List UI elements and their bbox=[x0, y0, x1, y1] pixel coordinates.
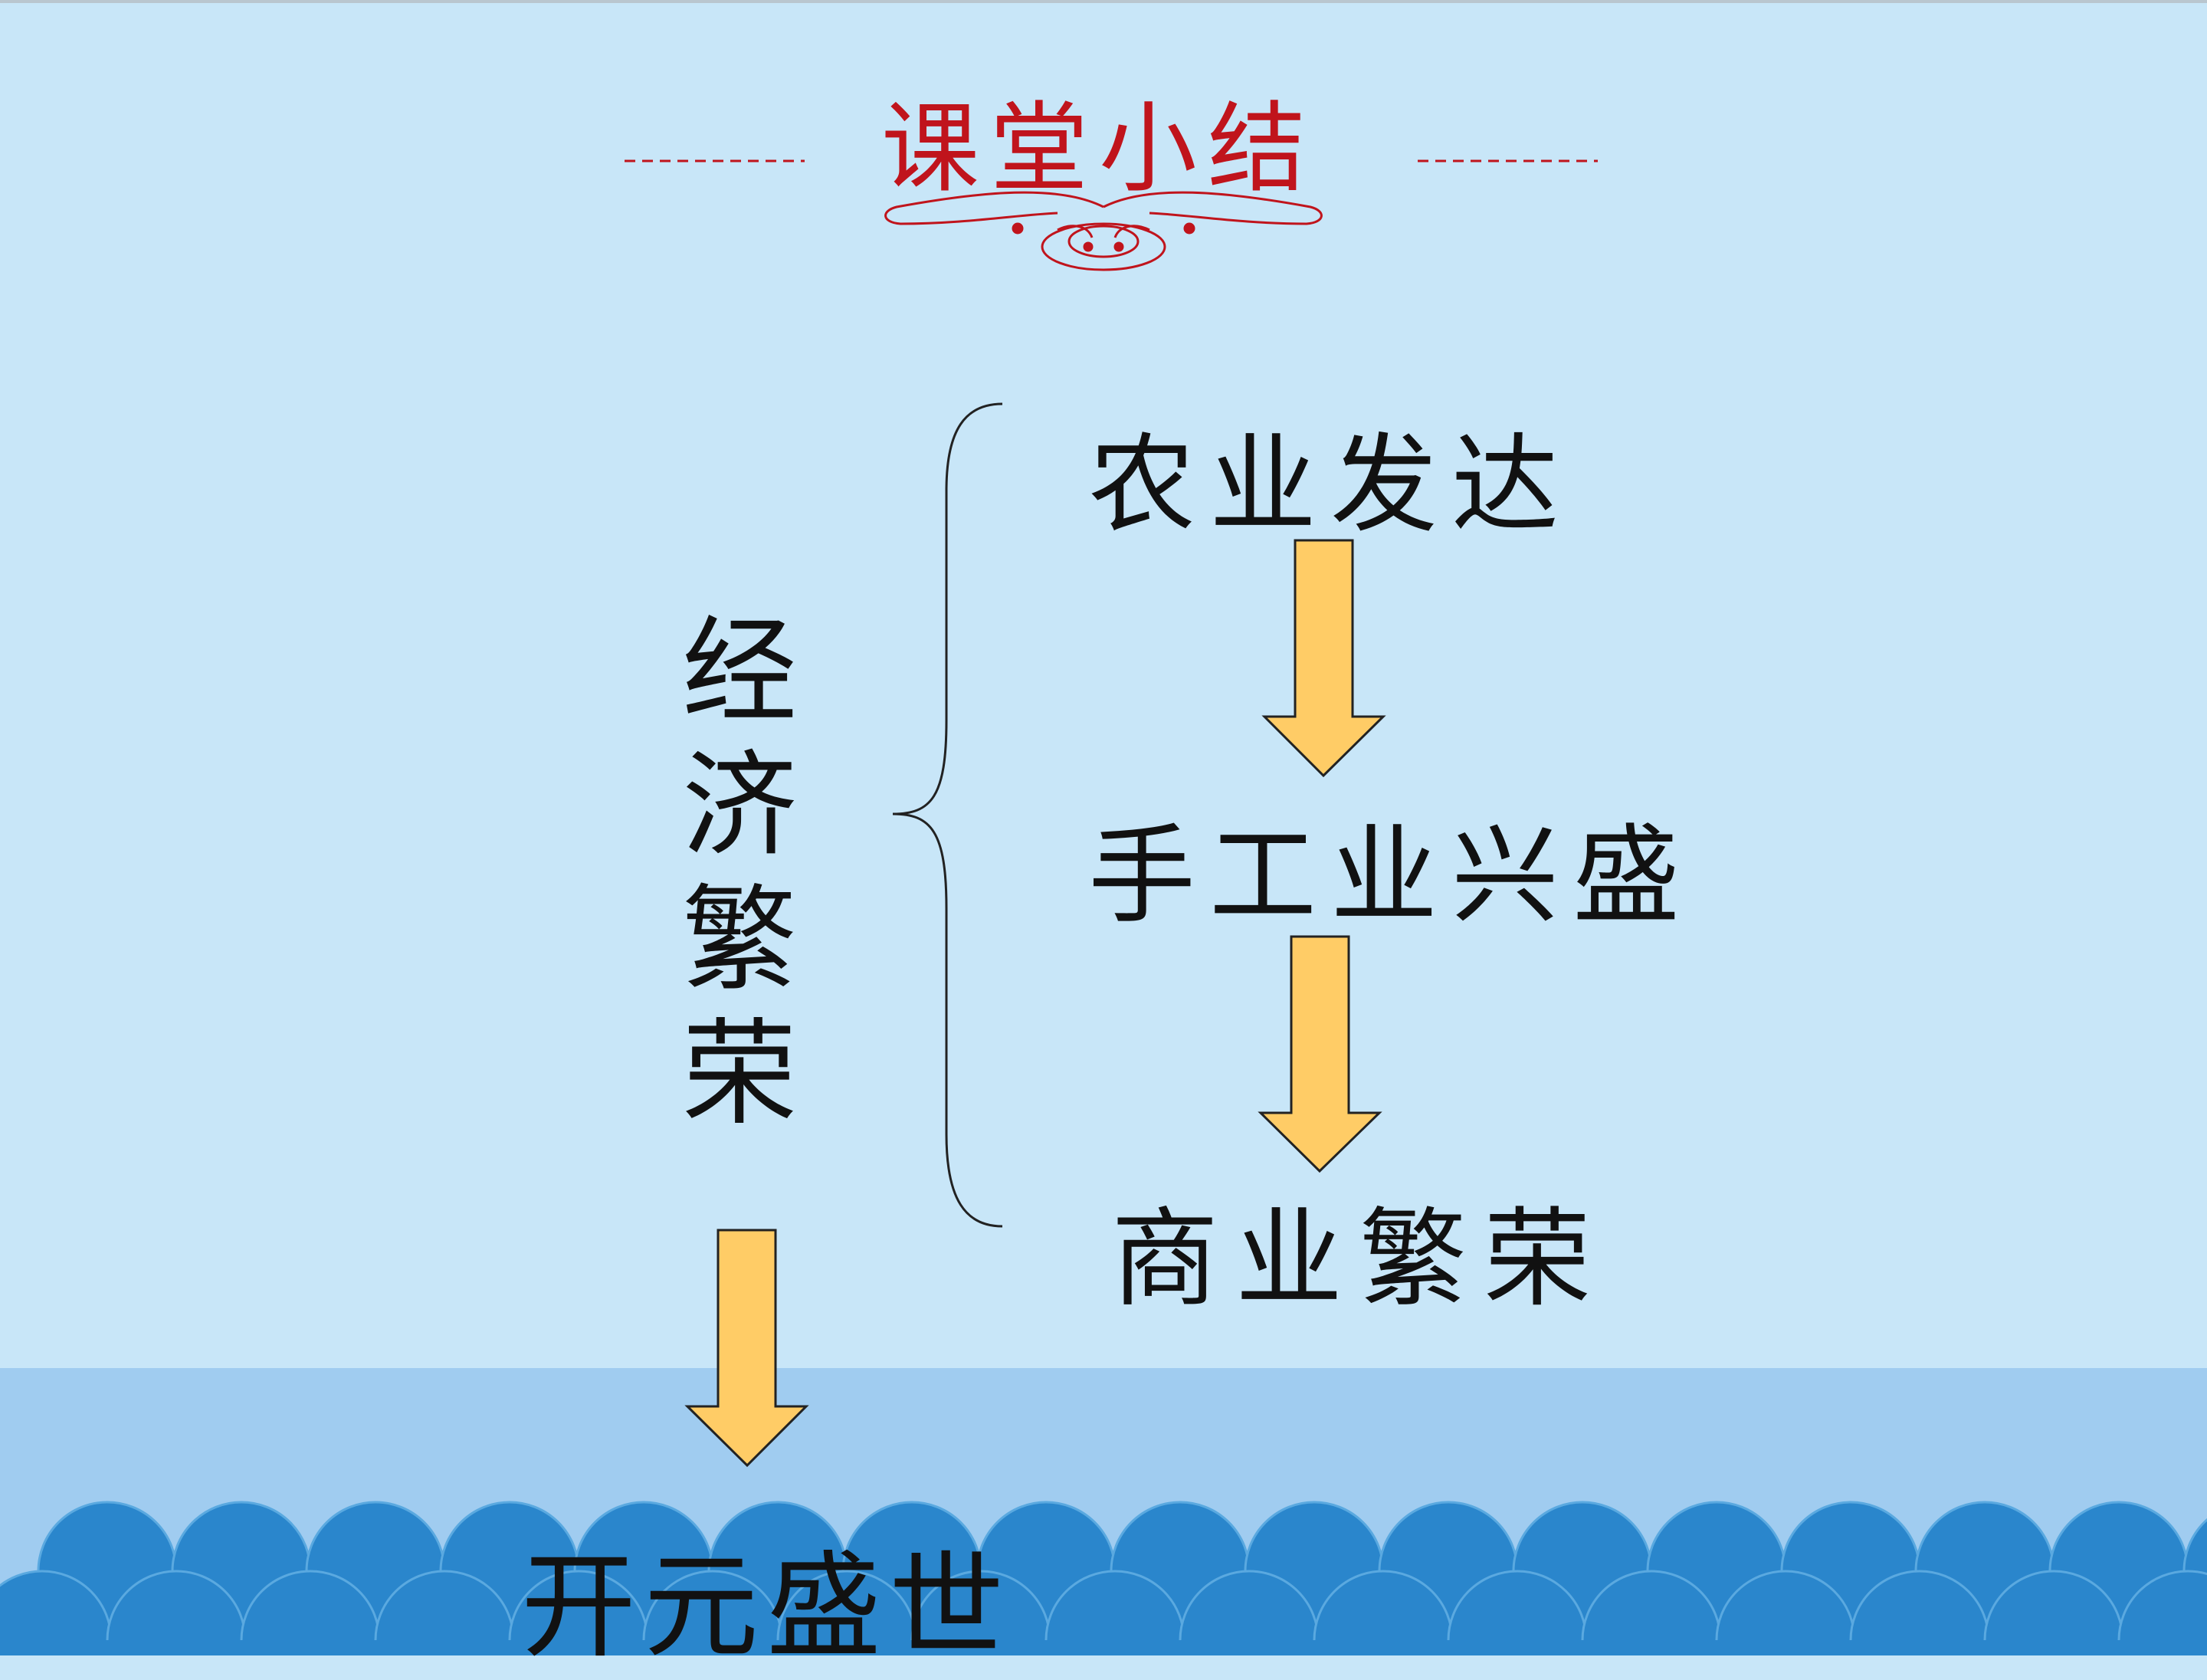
step-agriculture: 农业发达 bbox=[1088, 423, 1573, 548]
grouping-brace bbox=[892, 402, 1003, 1228]
result-label: 开元盛世 bbox=[521, 1541, 1012, 1674]
wave-base bbox=[0, 1640, 2207, 1655]
arrow-handicraft-to-commerce bbox=[1258, 935, 1382, 1173]
arrow-agriculture-to-handicraft bbox=[1261, 539, 1386, 778]
wave-decoration bbox=[0, 1501, 2207, 1655]
slide-title: 课堂小结 bbox=[881, 92, 1317, 206]
economy-label: 经济繁荣 bbox=[681, 605, 797, 1141]
arrow-economy-to-result bbox=[684, 1229, 809, 1468]
step-commerce: 商业繁荣 bbox=[1111, 1197, 1609, 1322]
top-border bbox=[0, 0, 2207, 3]
title-flourish bbox=[884, 191, 1323, 271]
step-handicraft: 手工业兴盛 bbox=[1088, 814, 1694, 939]
